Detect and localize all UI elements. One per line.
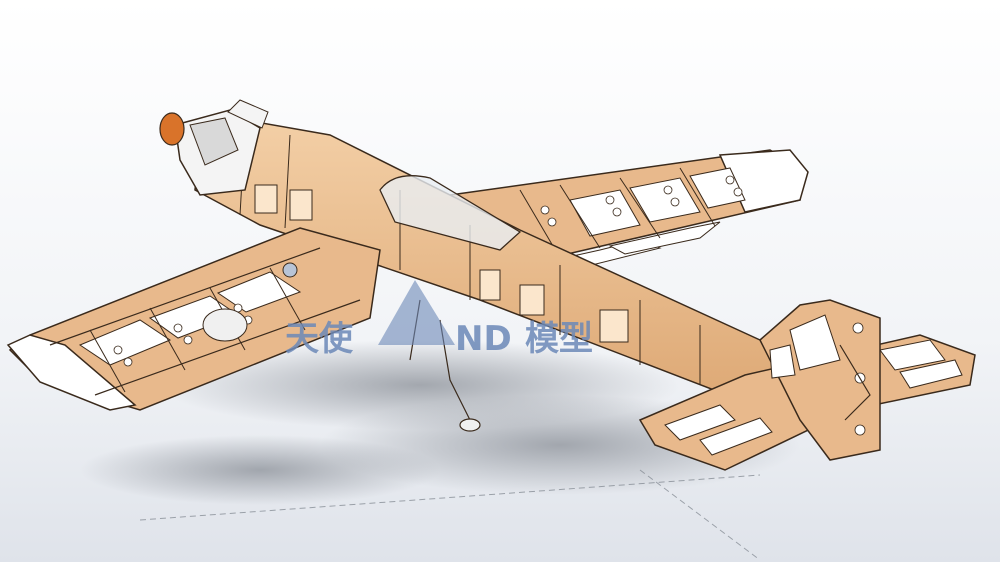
watermark: 天使 ND 模型 [285, 280, 593, 359]
spinner [159, 112, 185, 146]
right-wing [448, 149, 809, 269]
left-wingtip [6, 334, 137, 411]
watermark-text-left: 天使 [285, 319, 354, 359]
ground-shadow [80, 340, 800, 505]
watermark-text-mid: ND [455, 319, 512, 359]
ground-reference-line [139, 474, 761, 521]
tail-section [638, 299, 976, 471]
fuselage [159, 99, 831, 421]
vertical-fin [759, 299, 881, 461]
canopy [379, 175, 522, 251]
left-wing [6, 227, 381, 411]
watermark-logo-triangle [378, 280, 455, 345]
watermark-text-right: 模型 [525, 319, 593, 359]
